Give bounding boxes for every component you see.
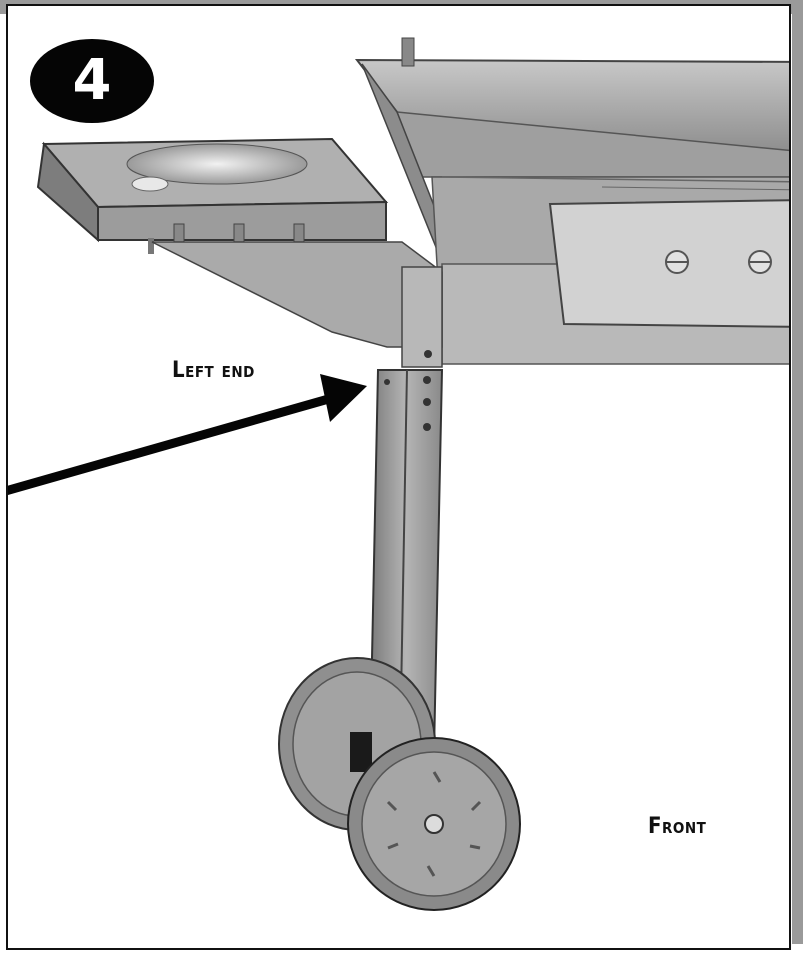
frame-shadow-right [792,14,803,944]
left-end-label: Left end [172,358,255,383]
wheel-front [347,737,521,911]
control-knob-1 [665,250,689,274]
shelf-bracket [151,241,443,348]
front-label: Front [648,814,707,839]
step-number: 4 [72,48,112,113]
grill-body [354,37,789,365]
pointer-arrow [8,374,367,495]
grill-leg-illustration [8,37,789,911]
step-number-badge: 4 [30,39,154,123]
control-knob-2 [748,250,772,274]
side-burner-shelf [36,137,389,254]
figure-panel: 4 Left end Front [6,4,791,950]
